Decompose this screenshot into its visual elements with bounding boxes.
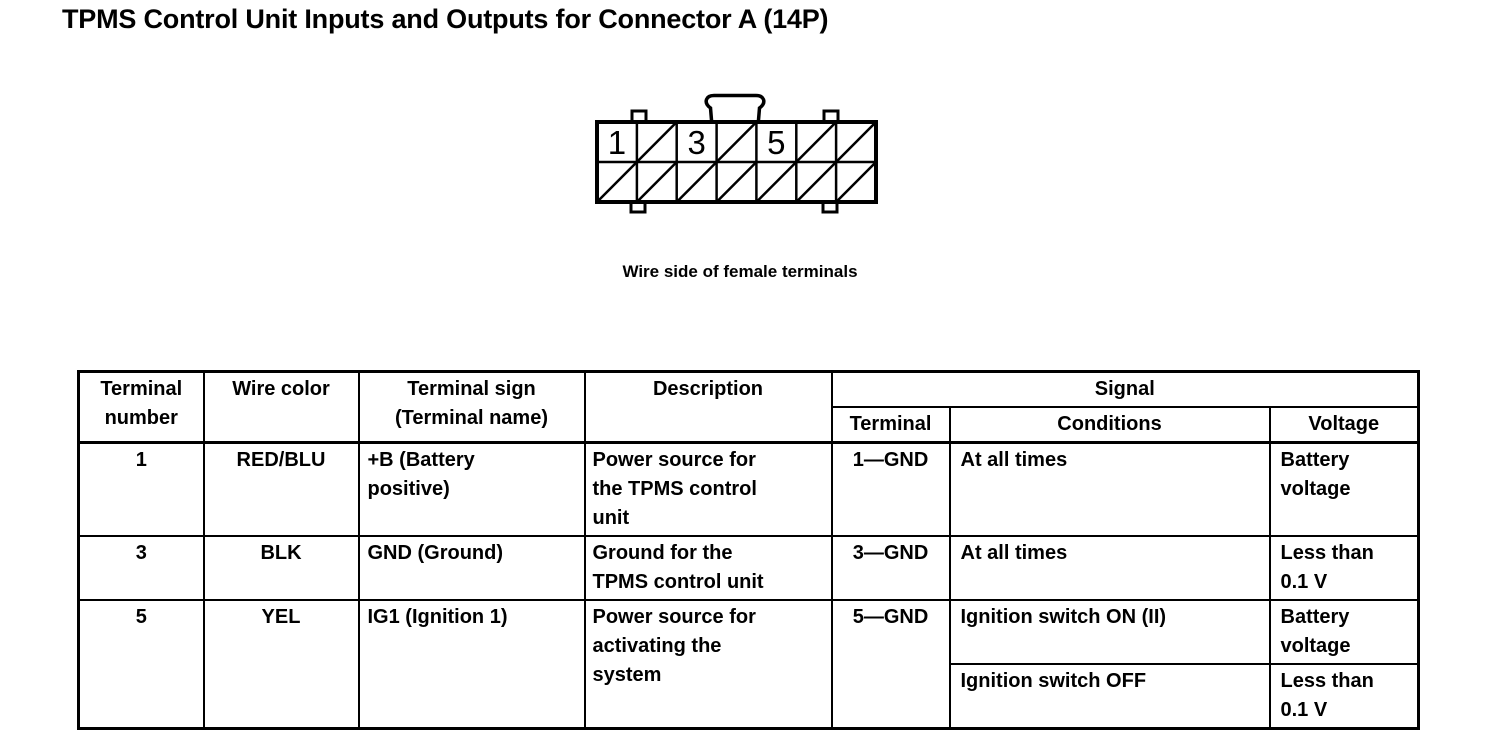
page-title: TPMS Control Unit Inputs and Outputs for… [62, 4, 829, 34]
cell-wire-color: BLK [202, 535, 360, 601]
cell-terminal-sign: IG1 (Ignition 1) [357, 599, 586, 730]
connector-hatch-line [635, 121, 678, 163]
cell-voltage: Battery voltage [1268, 599, 1420, 665]
table-row-terminal-3: 3 BLK GND (Ground) Ground for the TPMS c… [77, 535, 1420, 601]
cell-voltage: Less than 0.1 V [1268, 535, 1420, 601]
cell-terminal-sign: +B (Battery positive) [357, 441, 586, 537]
cell-voltage: Battery voltage [1268, 441, 1420, 537]
io-table-wrap: Terminal number Wire color Terminal sign… [77, 370, 1421, 730]
cell-voltage: Less than 0.1 V [1268, 663, 1420, 730]
header-signal-terminal: Terminal [830, 406, 951, 444]
connector-pin-label: 3 [687, 124, 705, 161]
connector-cells: 1 3 5 [596, 121, 877, 203]
cell-conditions: Ignition switch OFF [948, 663, 1271, 730]
connector-hatch-line [715, 161, 758, 203]
connector-latch [704, 93, 766, 128]
cell-conditions: At all times [948, 441, 1271, 537]
table-row-terminal-5-off: Ignition switch OFF Less than 0.1 V [79, 663, 1420, 730]
connector-diagram: 1 3 5 [595, 93, 878, 214]
header-signal-conditions: Conditions [948, 406, 1271, 444]
connector-hatch-line [795, 161, 838, 203]
cell-description: Ground for the TPMS control unit [583, 535, 833, 601]
cell-description: Power source for activating the system [583, 599, 833, 730]
connector-hatch-line [835, 121, 877, 163]
header-terminal-number: Terminal number [77, 370, 205, 444]
cell-terminal-sign: GND (Ground) [357, 535, 586, 601]
header-description: Description [583, 370, 833, 444]
cell-terminal-number: 5 [77, 599, 205, 730]
connector-hatch-line [755, 161, 798, 203]
connector-hatch-line [715, 121, 758, 163]
cell-signal-terminal: 3—GND [830, 535, 951, 601]
cell-terminal-number: 1 [77, 441, 205, 537]
cell-description: Power source for the TPMS control unit [583, 441, 833, 537]
header-signal: Signal [830, 370, 1420, 408]
io-table: Terminal number Wire color Terminal sign… [77, 370, 1421, 730]
connector-caption: Wire side of female terminals [622, 262, 858, 281]
connector-hatch-line [635, 161, 678, 203]
connector-pin-label: 1 [608, 124, 626, 161]
connector-pin-label: 5 [767, 124, 785, 161]
header-wire-color: Wire color [202, 370, 360, 444]
header-terminal-sign: Terminal sign (Terminal name) [357, 370, 586, 444]
cell-conditions: At all times [948, 535, 1271, 601]
cell-signal-terminal: 1—GND [830, 441, 951, 537]
cell-conditions: Ignition switch ON (II) [948, 599, 1271, 665]
connector-hatch-line [675, 161, 718, 203]
cell-terminal-number: 3 [77, 535, 205, 601]
connector-hatch-line [596, 161, 638, 203]
header-signal-voltage: Voltage [1268, 406, 1420, 444]
cell-wire-color: YEL [202, 599, 360, 730]
table-row-terminal-5: 5 YEL IG1 (Ignition 1) Power source for … [77, 599, 1420, 730]
table-row-terminal-1: 1 RED/BLU +B (Battery positive) Power so… [77, 441, 1420, 537]
connector-hatch-line [835, 161, 877, 203]
cell-signal-terminal: 5—GND [830, 599, 951, 730]
cell-wire-color: RED/BLU [202, 441, 360, 537]
connector-hatch-line [795, 121, 838, 163]
